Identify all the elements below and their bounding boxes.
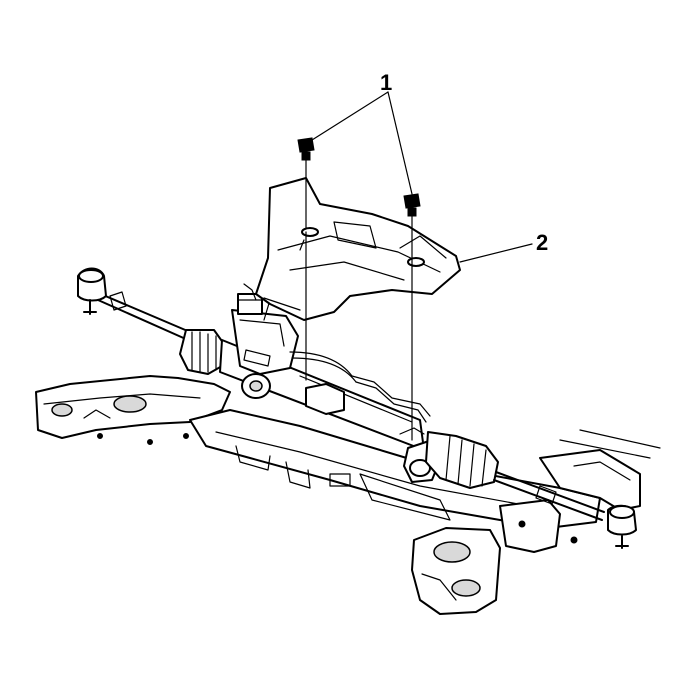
heat-shield-bolt-left [297,137,315,229]
heat-shield [255,177,461,321]
callout-1-label: 1 [380,70,392,95]
front-crossmember [35,375,661,615]
callout-2-label: 2 [536,230,548,255]
heat-shield-bolt-right [403,193,421,441]
steering-gear [77,267,637,549]
leader-lines [311,91,533,263]
